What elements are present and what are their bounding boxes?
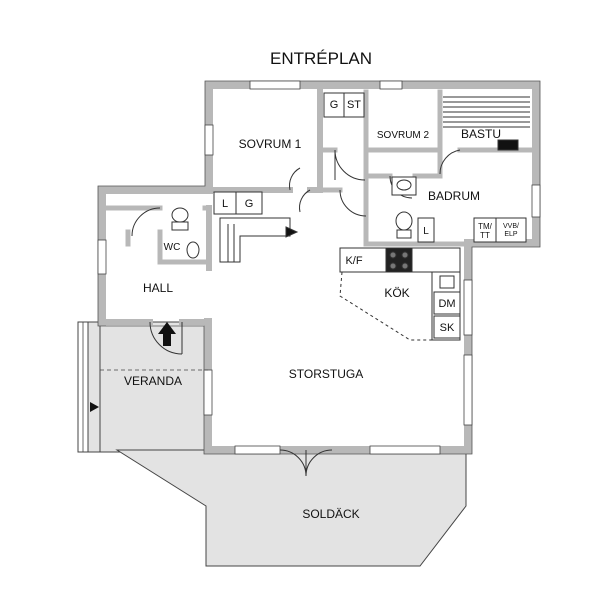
kitchen bbox=[339, 247, 461, 341]
veranda-arrow-icon bbox=[90, 402, 99, 412]
entrance-arrow-icon bbox=[158, 322, 176, 346]
fixture-label-vvb-elp: VVB/ELP bbox=[503, 223, 519, 238]
stairs bbox=[219, 217, 299, 263]
closets bbox=[213, 92, 365, 215]
stair-arrow-icon bbox=[285, 226, 299, 238]
sauna-heater-icon bbox=[497, 139, 519, 151]
plan-title: ENTRÉPLAN bbox=[270, 49, 372, 68]
fixture-label-g-top: G bbox=[330, 99, 339, 111]
soldack-area bbox=[115, 449, 467, 567]
outdoor-areas bbox=[77, 321, 467, 567]
room-label-sovrum1: SOVRUM 1 bbox=[239, 137, 302, 151]
fixture-label-tm-tt: TM/TT bbox=[478, 222, 493, 240]
room-label-badrum: BADRUM bbox=[428, 189, 480, 203]
windows bbox=[97, 80, 541, 455]
fixture-label-l-closet: L bbox=[222, 198, 228, 210]
fixture-label-l-bath: L bbox=[423, 226, 429, 237]
sauna-benches bbox=[443, 96, 530, 151]
bath-fixtures bbox=[171, 176, 527, 259]
room-label-soldack: SOLDÄCK bbox=[302, 507, 359, 521]
fixture-label-g-closet: G bbox=[245, 198, 254, 210]
room-label-sovrum2: SOVRUM 2 bbox=[377, 130, 430, 141]
fixture-label-st-top: ST bbox=[347, 99, 361, 111]
fixture-label-dm: DM bbox=[438, 298, 455, 310]
room-label-veranda: VERANDA bbox=[124, 374, 182, 388]
room-label-kok: KÖK bbox=[384, 286, 409, 300]
fixture-label-sk: SK bbox=[440, 322, 455, 334]
room-label-wc: WC bbox=[164, 242, 181, 253]
fixture-label-kf: K/F bbox=[345, 255, 362, 267]
room-label-hall: HALL bbox=[143, 281, 173, 295]
room-label-bastu: BASTU bbox=[461, 127, 501, 141]
doors bbox=[131, 149, 461, 477]
room-label-storstuga: STORSTUGA bbox=[289, 367, 363, 381]
